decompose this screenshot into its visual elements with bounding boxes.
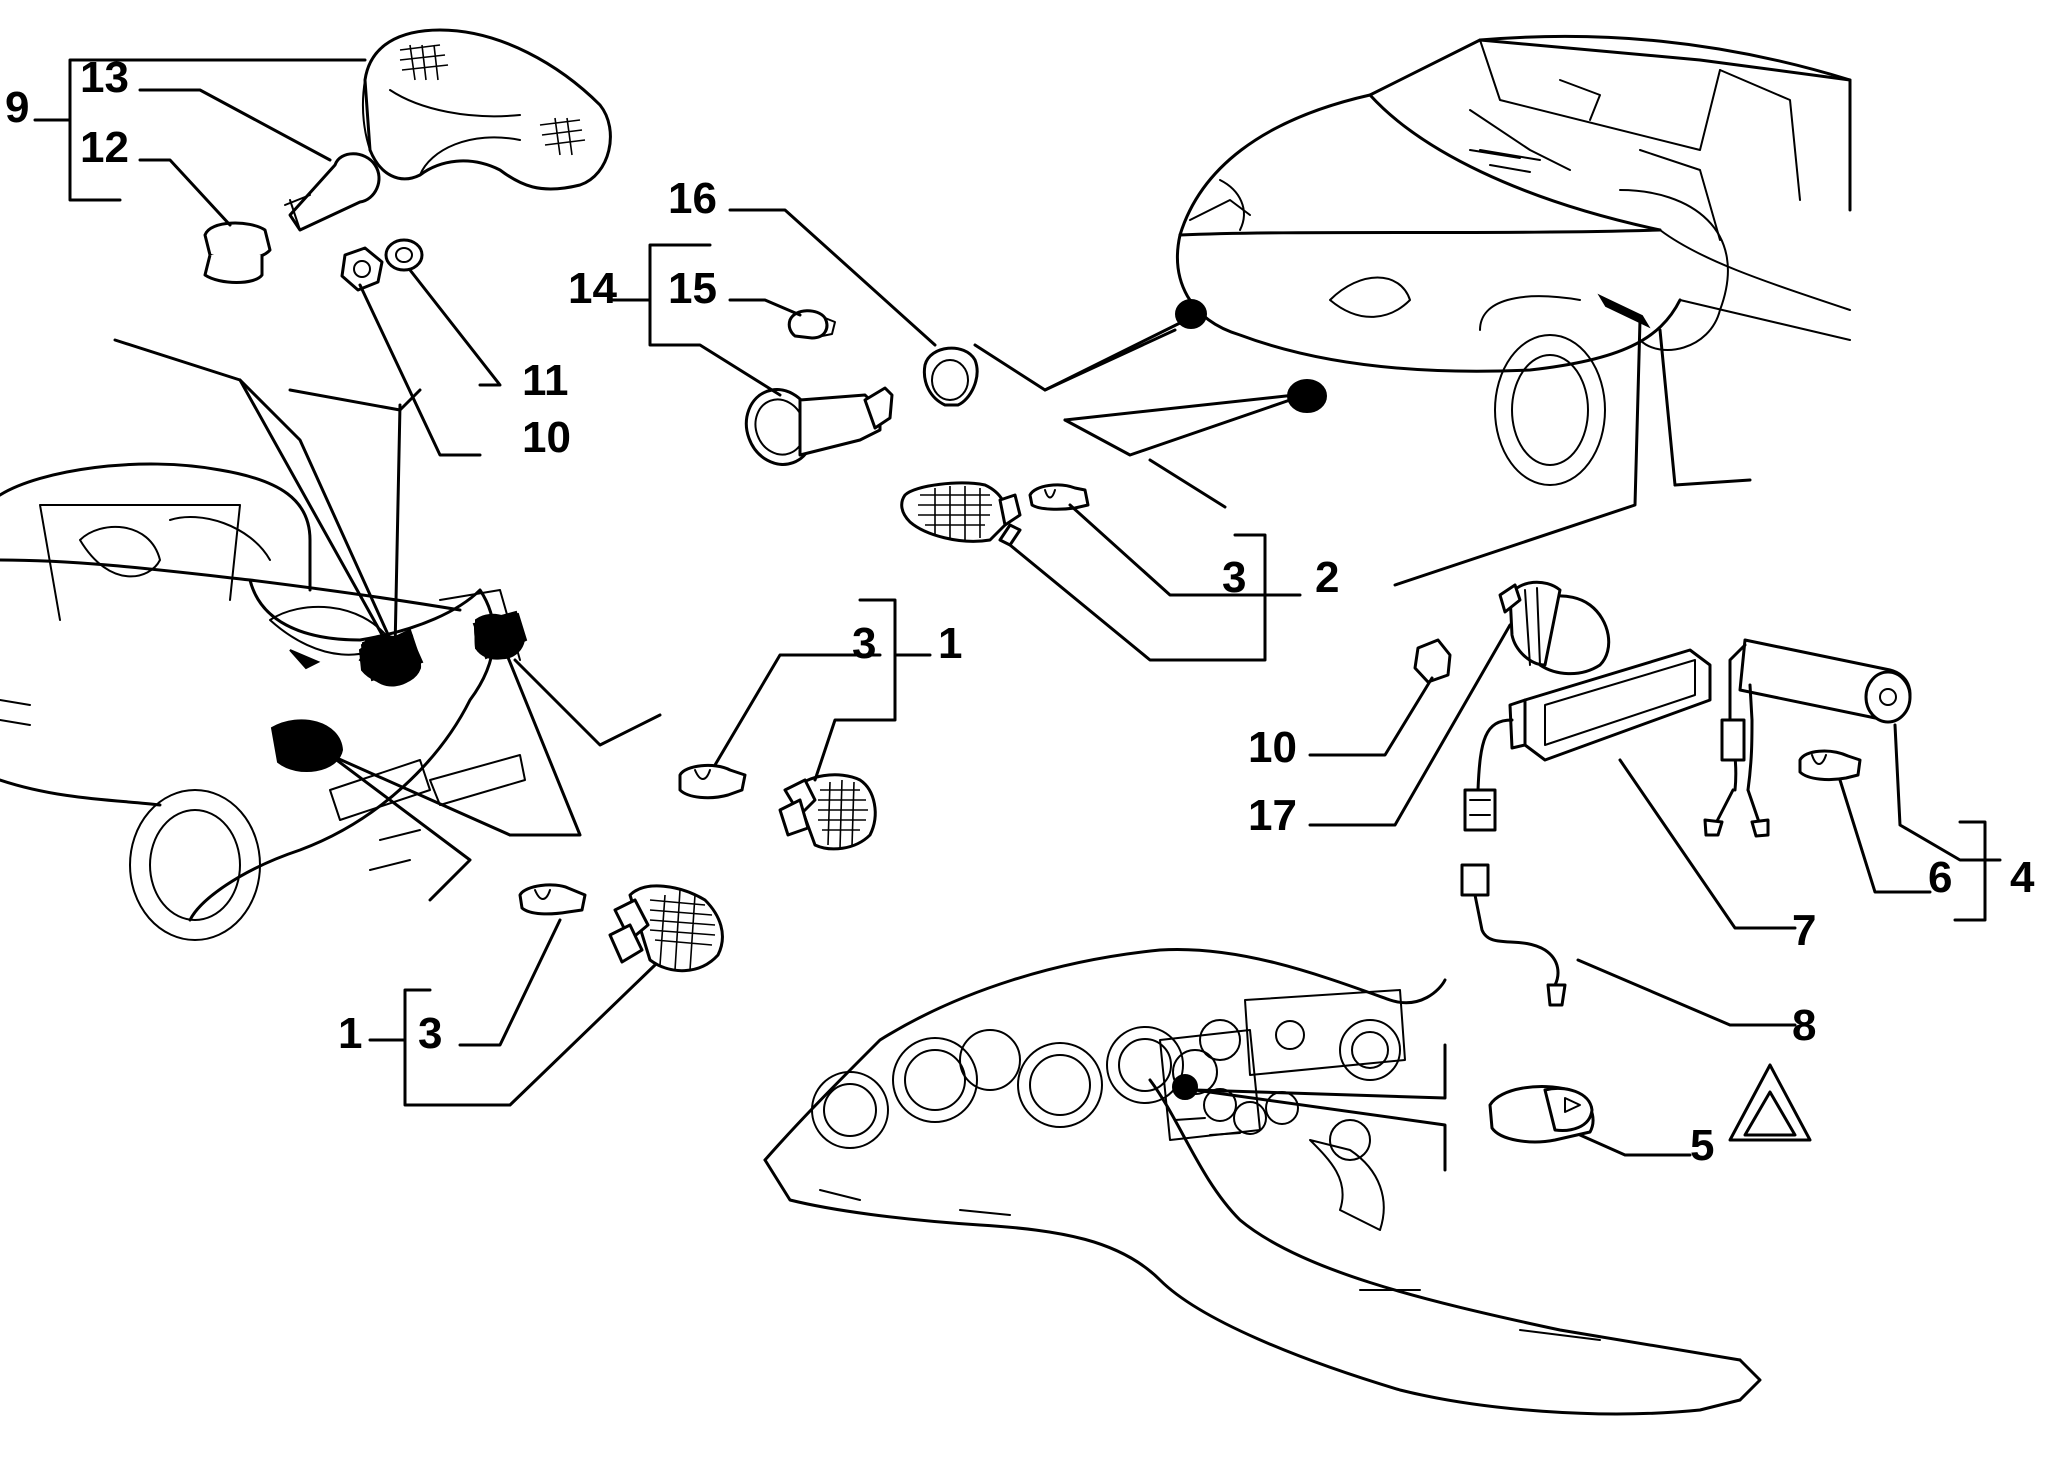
wiring-connector-8 <box>1460 863 1567 1007</box>
callout-12: 12 <box>80 123 129 172</box>
bulb-socket-17 <box>1498 580 1611 676</box>
warning-triangle-icon-outer <box>1728 1063 1812 1142</box>
callout-leaders-top-left <box>138 88 502 457</box>
callout-4: 4 <box>2010 853 2035 902</box>
hazard-switch-leaders <box>1193 1043 1447 1172</box>
callout-5: 5 <box>1690 1121 1714 1170</box>
callout-17: 17 <box>1248 791 1297 840</box>
callout-10-upper: 10 <box>522 413 571 462</box>
front-car-drawing <box>1175 34 1852 486</box>
rear-car-leaders <box>113 338 662 902</box>
bracket-1-upper <box>713 598 932 782</box>
callout-6: 6 <box>1928 853 1952 902</box>
bulb-3-front <box>1028 483 1090 511</box>
hazard-warning <box>1728 1063 1812 1142</box>
front-indicator-lamp-2 <box>900 481 1022 547</box>
third-brake-light-assembly <box>361 28 612 191</box>
bracket-1-lower <box>368 918 657 1107</box>
callout-14: 14 <box>568 264 617 313</box>
side-repeater-lamp-14 <box>744 386 894 466</box>
indicator-lamp-1-lower <box>608 884 724 973</box>
bulb-3-side-upper <box>678 763 747 800</box>
warning-triangle-icon <box>1743 1090 1797 1137</box>
indicator-lamp-1-upper <box>778 773 877 851</box>
nut-10-upper <box>340 246 384 292</box>
rear-car-drawing <box>0 462 528 941</box>
callout-8: 8 <box>1792 1001 1816 1050</box>
callout-15: 15 <box>668 264 717 313</box>
gasket-16 <box>922 346 979 407</box>
bracket-9 <box>33 58 367 202</box>
callout-1-upper: 1 <box>938 619 962 668</box>
callout-3-front: 3 <box>1222 553 1246 602</box>
bracket-2 <box>1008 503 1302 662</box>
callout-7: 7 <box>1792 906 1816 955</box>
bulb-6 <box>1798 749 1862 782</box>
side-marker-lamp-7 <box>1463 648 1712 832</box>
callout-labels: 9 13 12 11 10 16 14 15 3 2 3 1 1 3 10 17… <box>5 53 2035 1170</box>
bulb-holder-12 <box>203 221 272 284</box>
washer-11 <box>384 238 424 272</box>
callout-10-lower: 10 <box>1248 723 1297 772</box>
nut-10-lower <box>1413 638 1452 684</box>
callout-3-side-upper: 3 <box>852 619 876 668</box>
bulb-3-side-lower <box>518 883 587 916</box>
callout-16: 16 <box>668 174 717 223</box>
callout-13: 13 <box>80 53 129 102</box>
callout-1-lower: 1 <box>338 1009 362 1058</box>
hazard-switch-5 <box>1488 1085 1595 1144</box>
callout-leaders-right <box>1308 623 2002 1157</box>
callout-11: 11 <box>522 356 569 405</box>
bulb-15 <box>787 309 836 340</box>
front-car-leaders <box>973 316 1752 587</box>
bracket-14 <box>608 243 802 397</box>
callout-2: 2 <box>1315 553 1339 602</box>
bulb-13 <box>284 152 381 232</box>
callout-leaders-16 <box>728 208 937 347</box>
dashboard-drawing <box>763 947 1762 1416</box>
callout-3-side-lower: 3 <box>418 1009 442 1058</box>
callout-9: 9 <box>5 83 29 132</box>
reverse-lamp-6 <box>1703 638 1912 838</box>
